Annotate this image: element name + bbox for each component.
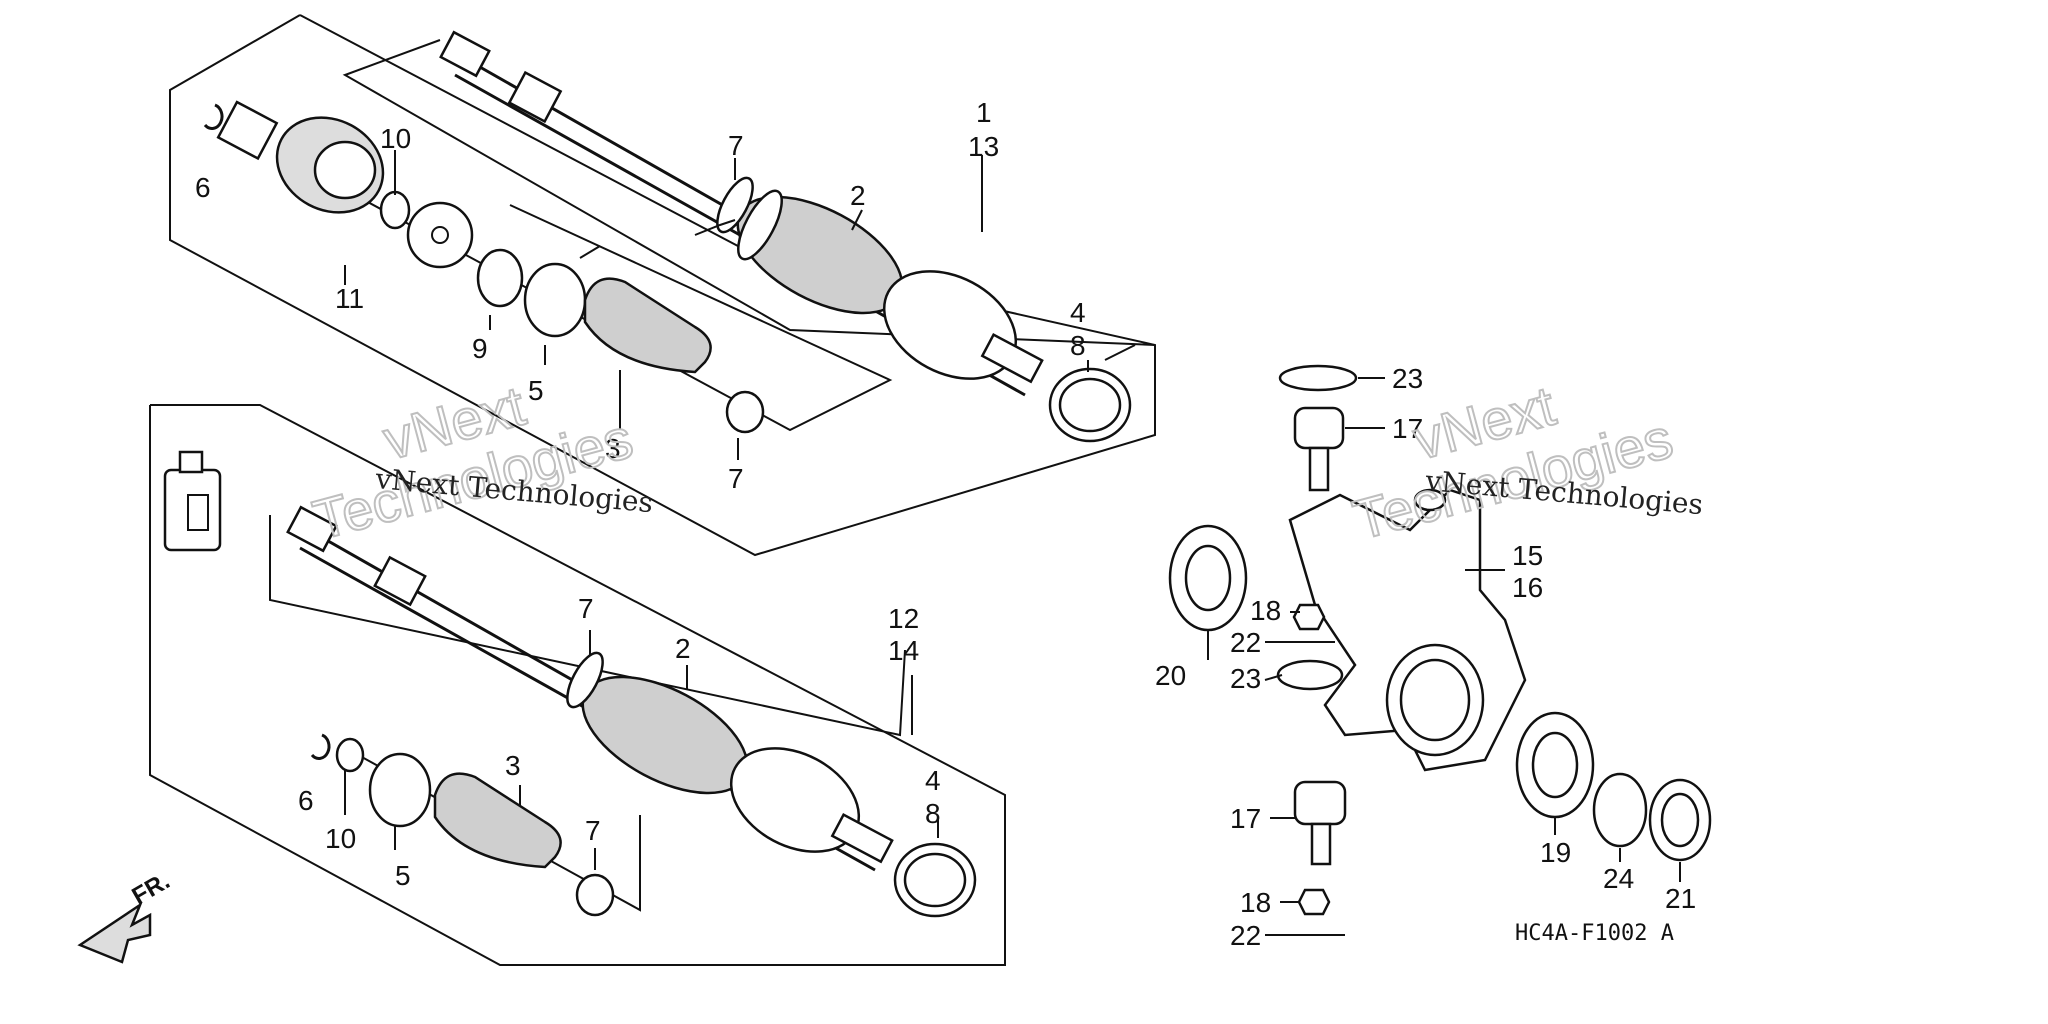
callout-22-bottom: 22 [1230, 920, 1261, 951]
upper-inner-boot-3 [583, 277, 712, 374]
ball-joint-17-top [1293, 406, 1345, 450]
upper-snap-ring-10 [379, 190, 411, 230]
callout-8-upper: 8 [1070, 330, 1086, 361]
callout-2-upper: 2 [850, 180, 866, 211]
callout-6-lower: 6 [298, 785, 314, 816]
callout-3-lower: 3 [505, 750, 521, 781]
callout-10-upper: 10 [380, 123, 411, 154]
upper-boot-band-5 [523, 262, 587, 338]
upper-outer-frame [169, 14, 1156, 557]
callout-17-bottom: 17 [1230, 803, 1261, 834]
diagram-code: HC4A-F1002 A [1515, 921, 1674, 946]
callout-7-upper-b: 7 [728, 463, 744, 494]
front-label: FR. [128, 867, 175, 910]
upper-ring-9 [476, 248, 524, 308]
upper-circlip-6 [203, 103, 224, 130]
callout-5-upper: 5 [528, 375, 544, 406]
lower-circlip-6 [310, 733, 331, 760]
callout-21: 21 [1665, 883, 1696, 914]
callout-6-upper: 6 [195, 172, 211, 203]
callout-2-lower: 2 [675, 633, 691, 664]
lower-inner-boot-3 [433, 772, 562, 869]
callout-9: 9 [472, 333, 488, 364]
callout-10-lower: 10 [325, 823, 356, 854]
lower-boot-band-7 [566, 651, 604, 709]
lower-boot-band-7b [575, 873, 615, 917]
grease-bottle [163, 468, 222, 552]
lower-boot-band-5 [368, 752, 432, 828]
callout-7-lower-b: 7 [585, 815, 601, 846]
upper-bearing-cage [406, 201, 474, 269]
callout-1: 1 [976, 97, 992, 128]
callout-13: 13 [968, 131, 999, 162]
circlip-23-middle [1276, 659, 1344, 691]
callout-15: 15 [1512, 540, 1543, 571]
callout-18-bottom: 18 [1240, 887, 1271, 918]
lower-outer-frame [149, 404, 1006, 966]
nut-18-top [1292, 603, 1326, 631]
nut-18-bottom [1297, 888, 1331, 916]
callout-8-lower: 8 [925, 798, 941, 829]
callout-20: 20 [1155, 660, 1186, 691]
callout-23-top: 23 [1392, 363, 1423, 394]
callout-4-lower: 4 [925, 765, 941, 796]
leader-lines [344, 150, 1681, 936]
callout-12: 12 [888, 603, 919, 634]
callout-5-lower: 5 [395, 860, 411, 891]
callout-16: 16 [1512, 572, 1543, 603]
callout-22-top: 22 [1230, 627, 1261, 658]
callout-7-upper-a: 7 [728, 130, 744, 161]
callout-14: 14 [888, 635, 919, 666]
ball-joint-17-bottom [1293, 780, 1347, 826]
callout-3-upper: 3 [605, 433, 621, 464]
callout-7-lower-a: 7 [578, 593, 594, 624]
upper-boot-band-7 [716, 176, 754, 234]
front-direction-arrow [77, 901, 152, 964]
upper-spline-end [439, 30, 491, 78]
upper-boot-band-7b [725, 390, 765, 434]
callout-4-upper: 4 [1070, 297, 1086, 328]
callout-17-top: 17 [1392, 413, 1423, 444]
lower-snap-ring-10 [335, 737, 365, 773]
snap-ring-24 [1592, 772, 1648, 848]
callout-11: 11 [335, 283, 364, 314]
callout-18-top: 18 [1250, 595, 1281, 626]
circlip-23-top [1278, 364, 1358, 392]
callout-23-middle: 23 [1230, 663, 1261, 694]
callout-19: 19 [1540, 837, 1571, 868]
upper-inner-spline [216, 100, 279, 161]
lower-spline-end [286, 505, 338, 553]
callout-24: 24 [1603, 863, 1634, 894]
